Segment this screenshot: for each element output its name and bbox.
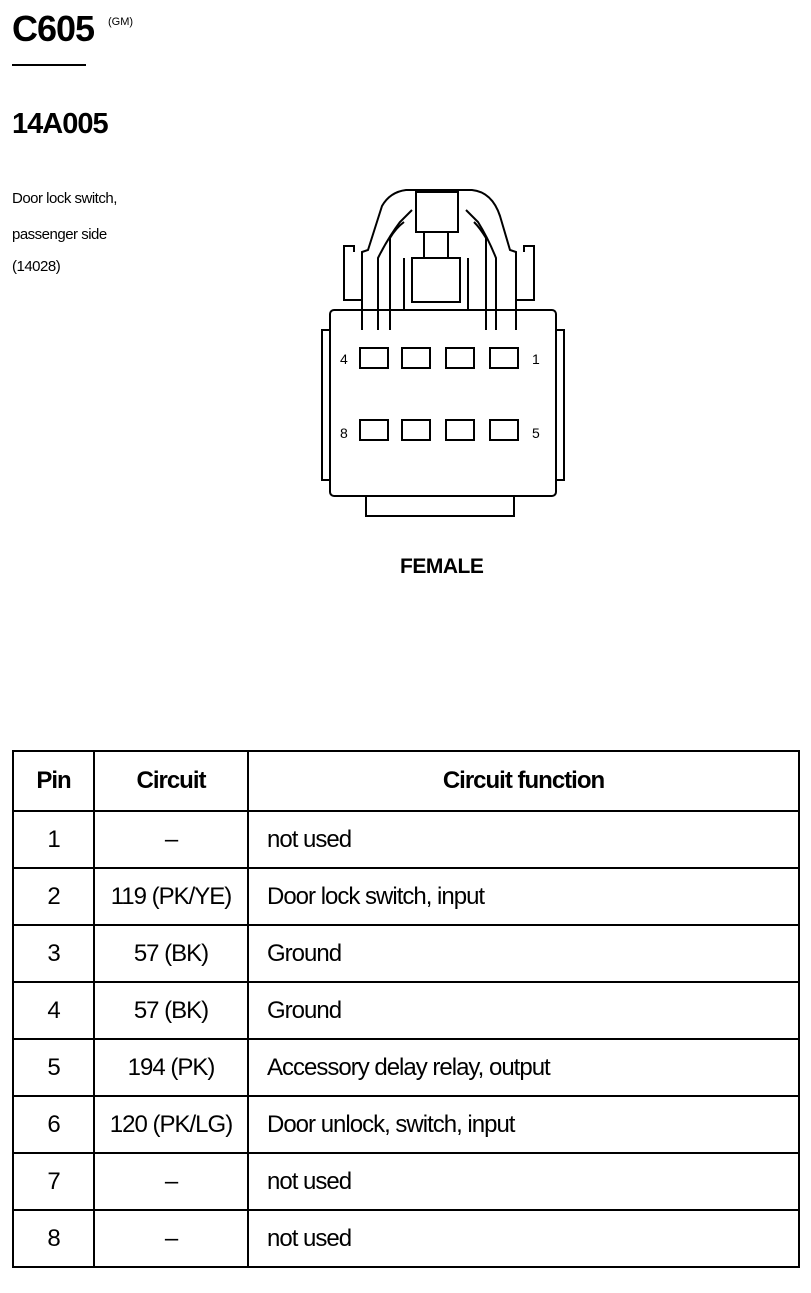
circuit-code: – <box>93 1209 249 1268</box>
table-row: 2 119 (PK/YE) Door lock switch, input <box>12 867 800 926</box>
circuit-code: – <box>93 810 249 869</box>
pin-label-4: 4 <box>340 351 348 367</box>
circuit-function: Door unlock, switch, input <box>247 1095 800 1154</box>
pin-cavity-5 <box>489 419 519 441</box>
circuit-code: 120 (PK/LG) <box>93 1095 249 1154</box>
table-row: 1 – not used <box>12 810 800 869</box>
table-row: 7 – not used <box>12 1152 800 1211</box>
pin-number: 3 <box>12 924 95 983</box>
pin-label-8: 8 <box>340 425 348 441</box>
circuit-code: 57 (BK) <box>93 981 249 1040</box>
circuit-function: not used <box>247 810 800 869</box>
pin-number: 8 <box>12 1209 95 1268</box>
pin-cavity-4 <box>359 347 389 369</box>
header-circuit: Circuit <box>93 750 249 812</box>
connector-id: C605 <box>12 8 95 49</box>
table-row: 5 194 (PK) Accessory delay relay, output <box>12 1038 800 1097</box>
description-line-1: Door lock switch, <box>12 190 117 207</box>
pin-cavity-6 <box>445 419 475 441</box>
part-number: 14A005 <box>12 108 109 140</box>
pin-number: 7 <box>12 1152 95 1211</box>
connector-diagram: 4 1 8 5 <box>321 189 565 517</box>
circuit-function: Ground <box>247 924 800 983</box>
description-line-3: (14028) <box>12 258 61 275</box>
circuit-code: 119 (PK/YE) <box>93 867 249 926</box>
header-function: Circuit function <box>247 750 800 812</box>
circuit-code: 194 (PK) <box>93 1038 249 1097</box>
circuit-function: not used <box>247 1209 800 1268</box>
description-line-2: passenger side <box>12 226 107 243</box>
pin-cavity-1 <box>489 347 519 369</box>
header-pin: Pin <box>12 750 95 812</box>
pin-number: 1 <box>12 810 95 869</box>
circuit-function: Accessory delay relay, output <box>247 1038 800 1097</box>
pin-table-header: Pin Circuit Circuit function <box>12 750 800 812</box>
connector-gender-label: FEMALE <box>400 555 484 578</box>
circuit-function: Ground <box>247 981 800 1040</box>
latch-tab <box>415 191 459 233</box>
circuit-function: not used <box>247 1152 800 1211</box>
circuit-code: 57 (BK) <box>93 924 249 983</box>
pin-number: 6 <box>12 1095 95 1154</box>
table-row: 3 57 (BK) Ground <box>12 924 800 983</box>
connector-id-underline <box>12 64 86 66</box>
pin-cavity-7 <box>401 419 431 441</box>
pin-cavity-3 <box>401 347 431 369</box>
circuit-function: Door lock switch, input <box>247 867 800 926</box>
table-row: 6 120 (PK/LG) Door unlock, switch, input <box>12 1095 800 1154</box>
pin-label-5: 5 <box>532 425 540 441</box>
table-row: 4 57 (BK) Ground <box>12 981 800 1040</box>
pin-label-1: 1 <box>532 351 540 367</box>
pin-cavity-8 <box>359 419 389 441</box>
pin-number: 4 <box>12 981 95 1040</box>
pin-table: Pin Circuit Circuit function 1 – not use… <box>12 750 800 1268</box>
circuit-code: – <box>93 1152 249 1211</box>
table-row: 8 – not used <box>12 1209 800 1268</box>
connector-tag: (GM) <box>108 16 134 28</box>
pin-number: 2 <box>12 867 95 926</box>
connector-key <box>365 496 515 517</box>
connector-latch <box>361 189 517 330</box>
pin-number: 5 <box>12 1038 95 1097</box>
connector-body <box>329 309 557 497</box>
pin-cavity-2 <box>445 347 475 369</box>
